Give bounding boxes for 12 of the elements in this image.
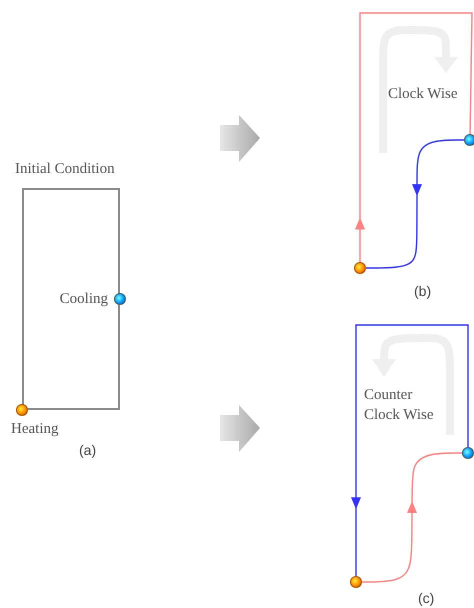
panel-label: (a): [79, 442, 96, 458]
point-label: Cooling: [60, 291, 108, 308]
heating-dot: [354, 262, 366, 274]
heading: Initial Condition: [15, 161, 115, 178]
panel-label: (b): [414, 283, 432, 299]
panel-label: (c): [418, 590, 434, 606]
direction-label: Counter Clock Wise: [364, 386, 435, 425]
direction-label: Clock Wise: [388, 86, 458, 103]
heating-dot: [350, 576, 362, 588]
cooling-dot: [462, 447, 474, 459]
point-label: Heating: [11, 421, 58, 438]
cooling-dot: [464, 134, 474, 146]
